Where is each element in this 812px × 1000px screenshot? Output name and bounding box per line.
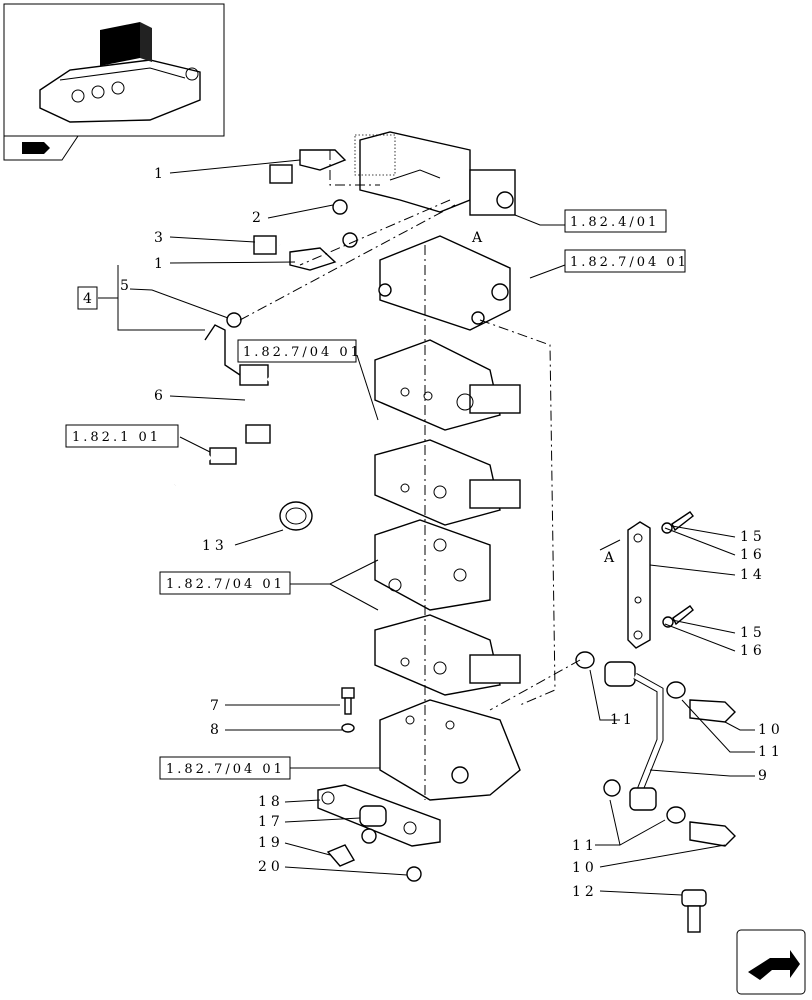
ref-box-1-82-1[interactable]: 1.82.1 01 xyxy=(72,430,161,445)
callout-6: 6 xyxy=(154,388,167,404)
next-page-arrow-icon[interactable] xyxy=(736,929,806,995)
callout-5: 5 xyxy=(120,278,133,294)
callout-20: 20 xyxy=(258,859,284,875)
ref-box-1-82-4[interactable]: 1.82.4/01 xyxy=(570,215,659,230)
callout-16-upper: 16 xyxy=(740,547,766,563)
bolt-19-washer-20 xyxy=(326,828,422,882)
valve-section-2 xyxy=(374,339,521,431)
callout-19: 19 xyxy=(258,835,284,851)
pipe-6 xyxy=(173,312,293,488)
overview-thumbnail xyxy=(3,3,225,137)
upper-valve-body xyxy=(354,131,516,216)
callout-12: 12 xyxy=(572,884,598,900)
ref-box-1-82-7-lower[interactable]: 1.82.7/04 01 xyxy=(166,577,285,592)
callout-8: 8 xyxy=(210,722,223,738)
reference-boxes: 1.82.4/01 1.82.7/04 01 1.82.7/04 01 1.82… xyxy=(65,209,689,780)
callout-15-lower: 15 xyxy=(740,625,766,641)
valve-end-cover xyxy=(379,699,521,801)
callout-9: 9 xyxy=(758,768,771,784)
valve-section-3 xyxy=(374,439,521,526)
ref-box-1-82-7-bottom[interactable]: 1.82.7/04 01 xyxy=(166,762,285,777)
callout-10-upper: 10 xyxy=(758,722,784,738)
callout-11-left: 11 xyxy=(610,712,636,728)
callout-13: 13 xyxy=(202,538,228,554)
valve-section-4 xyxy=(374,519,491,611)
callout-labels: 1 2 3 1 4 5 6 13 7 8 18 17 19 20 15 16 1… xyxy=(77,166,784,900)
clamp-13 xyxy=(279,501,313,531)
callout-4: 4 xyxy=(83,291,96,307)
callout-2: 2 xyxy=(252,210,265,226)
leader-lines xyxy=(98,159,755,896)
callout-1-lower: 1 xyxy=(154,256,167,272)
ref-box-1-82-7-top[interactable]: 1.82.7/04 01 xyxy=(570,255,689,270)
callout-11-right: 11 xyxy=(758,744,784,760)
view-marker-a-top: A xyxy=(471,230,486,246)
callout-17: 17 xyxy=(258,814,284,830)
assembly-lines xyxy=(239,150,621,800)
thumbnail-tab-icon[interactable] xyxy=(3,135,79,161)
callout-11-lower: 11 xyxy=(572,838,598,854)
bushing-17 xyxy=(359,805,387,827)
callout-10-lower: 10 xyxy=(572,860,598,876)
callout-16-lower: 16 xyxy=(740,643,766,659)
bolt-12 xyxy=(681,889,707,933)
callout-1-upper: 1 xyxy=(154,166,167,182)
ref-box-1-82-7-mid[interactable]: 1.82.7/04 01 xyxy=(243,345,362,360)
bolt-7-washer-8 xyxy=(341,687,355,733)
callout-3: 3 xyxy=(154,230,167,246)
screws-15-washers-16 xyxy=(661,511,694,628)
valve-section-1 xyxy=(378,235,511,331)
pipe-3 xyxy=(207,149,358,271)
callout-14: 14 xyxy=(740,567,766,583)
bracket-14 xyxy=(627,521,651,649)
callout-7: 7 xyxy=(210,698,223,714)
valve-section-5 xyxy=(374,614,521,696)
view-marker-a-bracket: A xyxy=(603,550,618,566)
pipe-9 xyxy=(575,651,736,847)
callout-15-upper: 15 xyxy=(740,529,766,545)
callout-18: 18 xyxy=(258,794,284,810)
